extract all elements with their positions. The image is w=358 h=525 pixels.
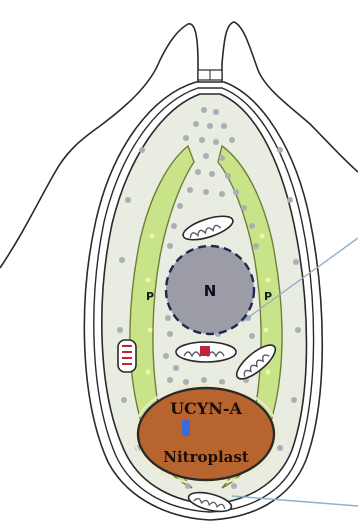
plastid-right-label: P	[264, 290, 272, 303]
plastid-left-label: P	[146, 290, 154, 303]
nitroplast-label: Nitroplast	[163, 448, 249, 466]
mitochondrion-center	[176, 342, 236, 362]
nucleus-label: N	[204, 282, 217, 300]
ucyn-label: UCYN-A	[170, 399, 242, 418]
mitochondrion-left	[118, 340, 136, 372]
nitroplast-blue-marker	[182, 420, 190, 436]
